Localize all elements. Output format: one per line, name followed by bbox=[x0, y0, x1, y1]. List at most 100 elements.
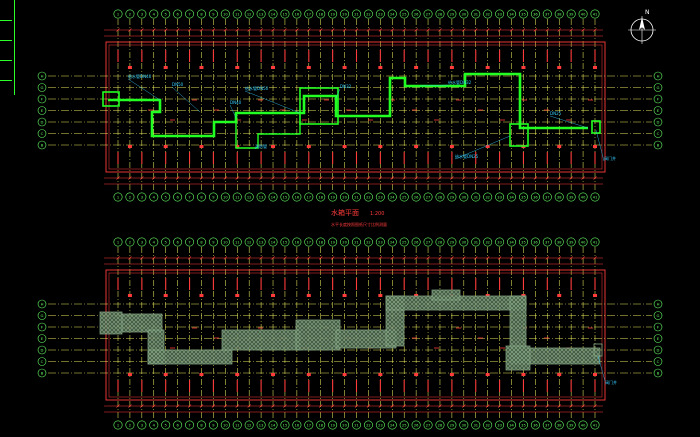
axis-bubble-label: 29 bbox=[450, 13, 455, 17]
dimension-tick bbox=[438, 176, 442, 180]
axis-bubble bbox=[292, 192, 302, 202]
axis-bubble-label: 17 bbox=[307, 196, 312, 200]
row-bubble-label: C bbox=[657, 131, 660, 136]
axis-bubble-label: 37 bbox=[545, 241, 550, 245]
axis-bubble bbox=[304, 192, 314, 202]
dimension-tick bbox=[438, 28, 442, 32]
dimension-tick bbox=[581, 404, 585, 408]
axis-bubble bbox=[113, 420, 123, 430]
axis-bubble-label: 35 bbox=[521, 424, 526, 428]
axis-bubble bbox=[113, 237, 123, 247]
axis-bubble-label: 7 bbox=[188, 13, 190, 17]
column-mark bbox=[414, 145, 419, 148]
axis-bubble-label: 21 bbox=[354, 424, 359, 428]
column-mark bbox=[521, 373, 526, 376]
dimension-tick bbox=[450, 28, 454, 32]
dimension-tick bbox=[199, 176, 204, 180]
axis-bubble bbox=[268, 420, 278, 430]
axis-bubble bbox=[113, 9, 123, 19]
axis-bubble-label: 2 bbox=[129, 196, 131, 200]
dimension-tick bbox=[116, 28, 120, 32]
axis-bubble bbox=[435, 420, 445, 430]
axis-bubble bbox=[542, 192, 552, 202]
axis-bubble-label: 1 bbox=[117, 196, 119, 200]
axis-bubble-label: 12 bbox=[247, 13, 252, 17]
axis-bubble-label: 13 bbox=[259, 196, 264, 200]
annotation-leader bbox=[127, 78, 161, 101]
row-bubble-label: C bbox=[41, 359, 44, 364]
dimension-tick bbox=[569, 176, 573, 180]
axis-bubble bbox=[554, 192, 564, 202]
row-bubble-right bbox=[653, 299, 663, 309]
sheet-border-marker bbox=[0, 0, 15, 95]
axis-bubble bbox=[530, 420, 540, 430]
column-mark bbox=[378, 66, 383, 69]
column-mark bbox=[163, 66, 168, 69]
dimension-tick bbox=[271, 256, 275, 260]
axis-bubble bbox=[256, 420, 266, 430]
axis-bubble-label: 15 bbox=[283, 241, 288, 245]
dimension-tick bbox=[259, 256, 263, 260]
axis-bubble bbox=[483, 9, 493, 19]
axis-bubble-label: 27 bbox=[426, 196, 431, 200]
axis-bubble-label: 38 bbox=[557, 196, 562, 200]
row-bubble-label: E bbox=[41, 336, 44, 341]
hatched-tank-zone bbox=[99, 311, 123, 335]
row-bubble-right bbox=[653, 311, 663, 320]
dimension-tick bbox=[593, 176, 597, 180]
axis-bubble-label: 33 bbox=[497, 196, 502, 200]
row-bubble-label: F bbox=[41, 97, 43, 102]
axis-bubble bbox=[387, 192, 397, 202]
axis-bubble-label: 40 bbox=[581, 424, 586, 428]
dimension-tick bbox=[330, 176, 335, 180]
dimension-tick bbox=[307, 256, 311, 260]
column-mark bbox=[449, 66, 454, 69]
row-bubble-label: G bbox=[41, 313, 44, 318]
axis-bubble bbox=[423, 9, 433, 19]
axis-bubble bbox=[351, 9, 361, 19]
axis-bubble bbox=[137, 192, 147, 202]
axis-bubble bbox=[447, 9, 457, 19]
axis-bubble bbox=[268, 9, 278, 19]
dimension-tick bbox=[462, 404, 466, 408]
column-mark bbox=[414, 66, 419, 69]
axis-bubble bbox=[268, 192, 278, 202]
row-bubble-label: F bbox=[41, 325, 43, 330]
axis-bubble-label: 34 bbox=[509, 241, 514, 245]
dimension-tick bbox=[307, 28, 311, 32]
axis-bubble bbox=[471, 192, 481, 202]
axis-bubble-label: 13 bbox=[259, 241, 264, 245]
axis-bubble-label: 11 bbox=[235, 241, 240, 245]
axis-bubble-label: 29 bbox=[450, 424, 455, 428]
axis-bubble-label: 8 bbox=[200, 424, 203, 428]
axis-bubble bbox=[316, 420, 326, 430]
axis-bubble-label: 22 bbox=[366, 13, 371, 17]
dimension-tick bbox=[271, 28, 275, 32]
axis-bubble bbox=[232, 9, 242, 19]
dimension-tick bbox=[247, 28, 251, 32]
hatched-tank-zone bbox=[505, 345, 531, 371]
dimension-tick bbox=[187, 404, 192, 408]
dimension-tick bbox=[128, 28, 132, 32]
axis-bubble bbox=[351, 237, 361, 247]
axis-bubble bbox=[244, 420, 254, 430]
axis-bubble bbox=[542, 9, 552, 19]
row-bubble-label: D bbox=[41, 348, 44, 353]
row-bubble-right bbox=[653, 140, 663, 150]
dimension-tick bbox=[521, 404, 526, 408]
row-bubble-left bbox=[37, 334, 47, 343]
axis-bubble bbox=[256, 192, 266, 202]
dimension-tick bbox=[295, 176, 299, 180]
row-bubble-label: E bbox=[657, 108, 660, 113]
axis-bubble bbox=[328, 237, 338, 247]
dimension-tick bbox=[307, 404, 311, 408]
row-bubble-label: B bbox=[657, 143, 660, 148]
axis-bubble bbox=[411, 9, 421, 19]
axis-bubble bbox=[554, 9, 564, 19]
axis-bubble bbox=[185, 237, 195, 247]
dimension-tick bbox=[140, 28, 144, 32]
axis-bubble-label: 15 bbox=[283, 196, 288, 200]
annotation-leader bbox=[419, 84, 449, 87]
axis-bubble bbox=[590, 237, 600, 247]
